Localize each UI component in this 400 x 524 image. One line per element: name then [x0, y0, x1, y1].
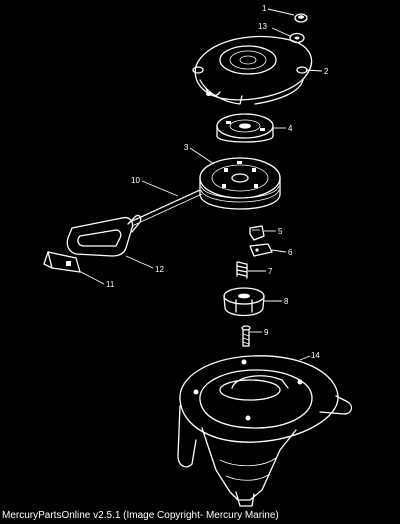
callout-3: 3: [184, 143, 189, 152]
part-6-pawl: [249, 243, 287, 257]
part-10-starter-rope: [129, 180, 203, 227]
copyright-caption: MercuryPartsOnline v2.5.1 (Image Copyrig…: [2, 510, 279, 521]
part-3-pulley: [189, 147, 281, 210]
callout-9: 9: [264, 328, 269, 337]
part-11-handle-insert: [43, 251, 105, 285]
part-9-screw: [241, 325, 262, 347]
callout-13: 13: [258, 22, 267, 31]
callout-5: 5: [278, 227, 283, 236]
callout-1: 1: [262, 4, 267, 13]
part-7-spring: [236, 261, 266, 279]
callout-12: 12: [155, 265, 164, 274]
callout-14: 14: [311, 351, 320, 360]
callout-8: 8: [284, 297, 289, 306]
part-8-drive-hub: [223, 287, 282, 317]
callout-labels: 1 13 2 4 3 10 5 6 12 7 11 8 9 14: [106, 4, 329, 360]
part-5-spring-clip: [249, 225, 276, 241]
callout-10: 10: [131, 176, 140, 185]
callout-11: 11: [106, 280, 115, 289]
part-12-rope-handle: [66, 214, 154, 269]
callout-7: 7: [268, 267, 273, 276]
part-14-starter-housing: [177, 355, 353, 507]
callout-4: 4: [288, 124, 293, 133]
part-4-spring-plate: [216, 113, 286, 143]
part-13-washer: [271, 27, 305, 44]
part-1-nut: [267, 8, 308, 23]
part-2-housing-cover: [192, 35, 323, 105]
callout-6: 6: [288, 248, 293, 257]
callout-2: 2: [324, 67, 329, 76]
